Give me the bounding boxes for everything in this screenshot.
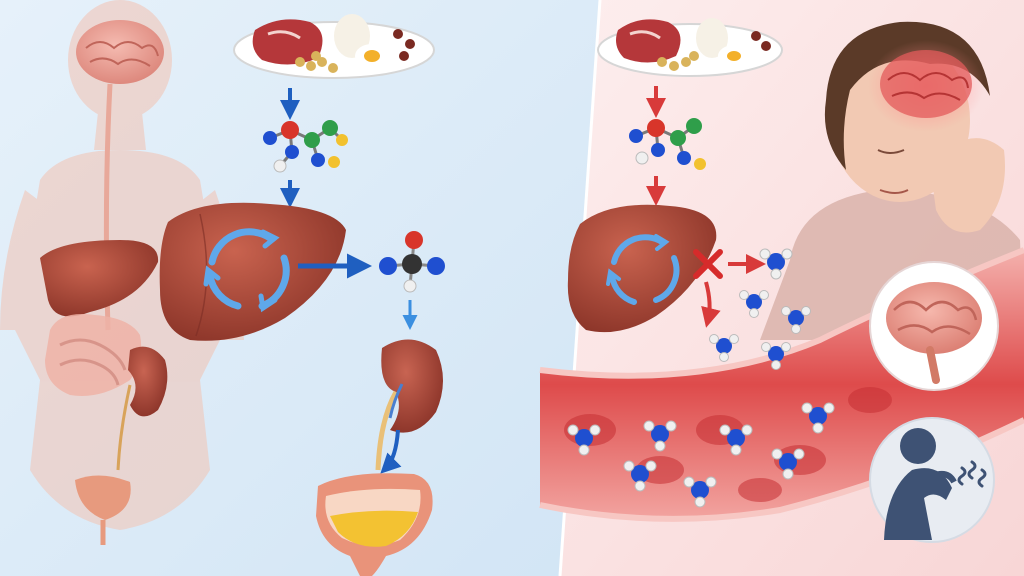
body-liver-icon (40, 240, 159, 317)
amino-acid-molecule-icon-impaired (629, 118, 706, 170)
liver-to-blood-arrow (701, 281, 721, 328)
brain-icon (76, 20, 164, 84)
brain-inset (869, 261, 999, 391)
amino-acid-molecule-icon (263, 120, 348, 173)
ammonia-molecule-icon (567, 248, 835, 508)
bladder-icon (316, 473, 433, 576)
person-coughing-icon (869, 417, 995, 543)
blocked-x-icon (693, 249, 723, 279)
affected-brain-icon (868, 40, 984, 132)
body-bladder-icon (75, 475, 131, 545)
urea-molecule-icon (379, 231, 445, 293)
food-plate-icon (233, 14, 435, 79)
body-kidney-icon (116, 346, 168, 471)
intestines (45, 314, 142, 396)
liver-icon-impaired (567, 204, 717, 333)
cycle-icon (203, 228, 290, 313)
kidney-icon (375, 339, 443, 471)
food-plate-icon-impaired (597, 18, 783, 77)
cycle-icon-impaired (606, 234, 680, 305)
kidney-to-bladder-arrow (380, 429, 402, 474)
